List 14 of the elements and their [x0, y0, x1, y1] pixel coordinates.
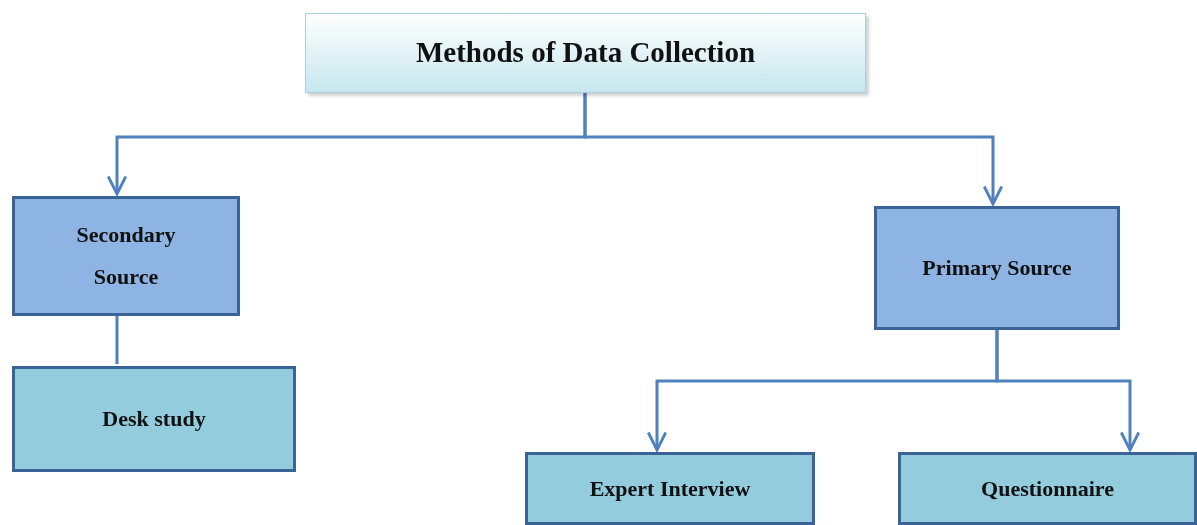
category-box: [12, 366, 296, 472]
category-box: [874, 206, 1120, 330]
box-label: Expert Interview: [589, 474, 751, 503]
box-label: Desk study: [102, 405, 206, 434]
box-label: Secondary Source: [75, 221, 177, 291]
connector-arrow: [583, 93, 1004, 206]
connector-arrow: [995, 330, 1141, 452]
category-box: [525, 452, 815, 525]
box-label: Methods of Data Collection: [415, 35, 756, 71]
category-box: [898, 452, 1197, 525]
title-box: [305, 13, 866, 93]
box-label: Primary Source: [922, 254, 1072, 283]
box-label: Questionnaire: [981, 474, 1114, 503]
category-box: [12, 196, 240, 316]
